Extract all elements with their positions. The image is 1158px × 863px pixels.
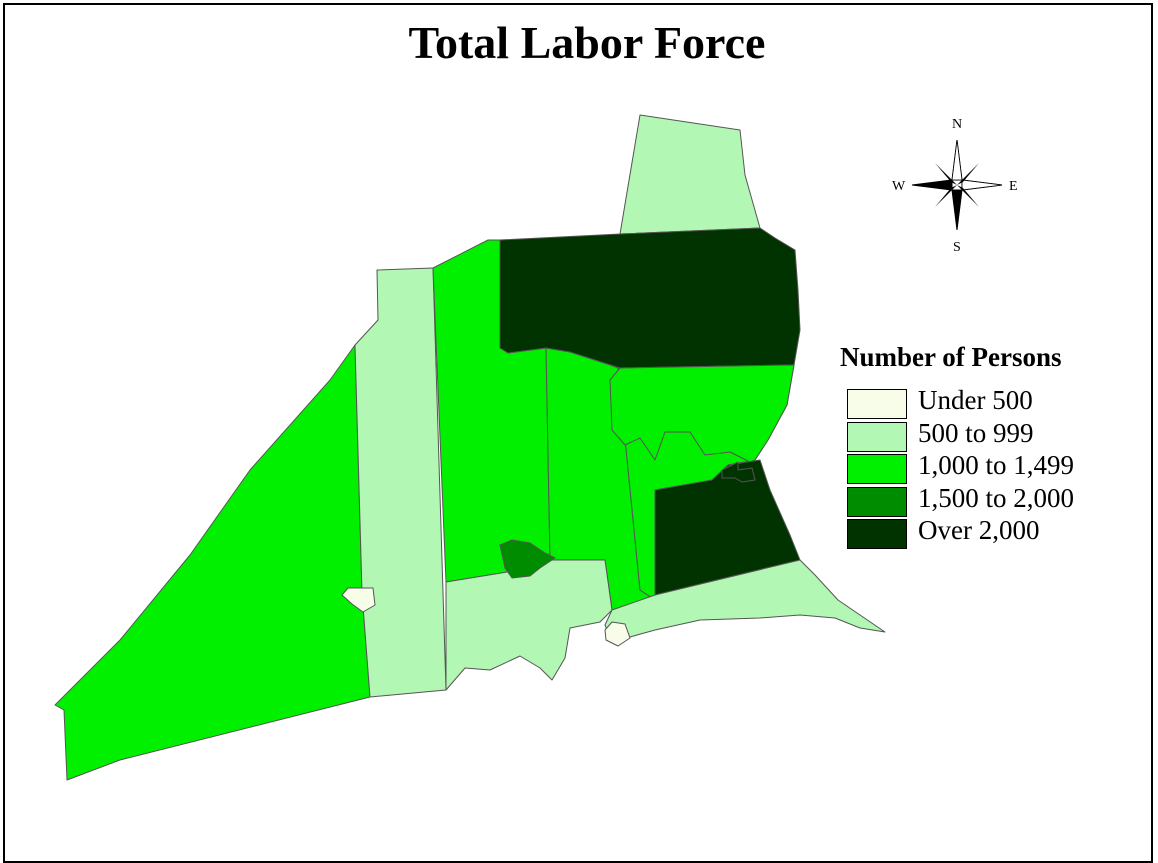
legend-label: Over 2,000 [918, 515, 1040, 545]
legend-swatch [847, 486, 907, 517]
legend-label: Under 500 [918, 385, 1033, 415]
legend-label: 1,000 to 1,499 [918, 450, 1075, 480]
district-village-center[interactable] [499, 539, 556, 579]
district-south-strip[interactable] [445, 559, 613, 691]
district-village-west[interactable] [341, 587, 376, 613]
district-east-notch [609, 364, 795, 463]
compass-south: S [953, 240, 961, 255]
map-title: Total Labor Force [408, 17, 766, 68]
legend-label: 500 to 999 [918, 417, 1034, 448]
legend-title: Number of Persons [840, 342, 1062, 372]
district-northeast-large[interactable] [499, 227, 801, 369]
compass-north: N [952, 117, 962, 132]
district-north[interactable] [619, 114, 761, 235]
district-east-small-dark[interactable] [721, 461, 756, 483]
compass-west: W [892, 179, 906, 194]
legend-swatch [847, 389, 907, 419]
district-west[interactable] [54, 344, 371, 781]
compass-rose: N S E W [892, 117, 1018, 255]
legend-swatch [847, 421, 907, 452]
district-center-strip[interactable] [354, 267, 447, 698]
legend-swatch [847, 519, 907, 549]
legend-label: 1,500 to 2,000 [918, 482, 1075, 513]
compass-east: E [1009, 179, 1018, 194]
district-village-south[interactable] [604, 621, 631, 647]
legend-swatch [847, 454, 907, 484]
